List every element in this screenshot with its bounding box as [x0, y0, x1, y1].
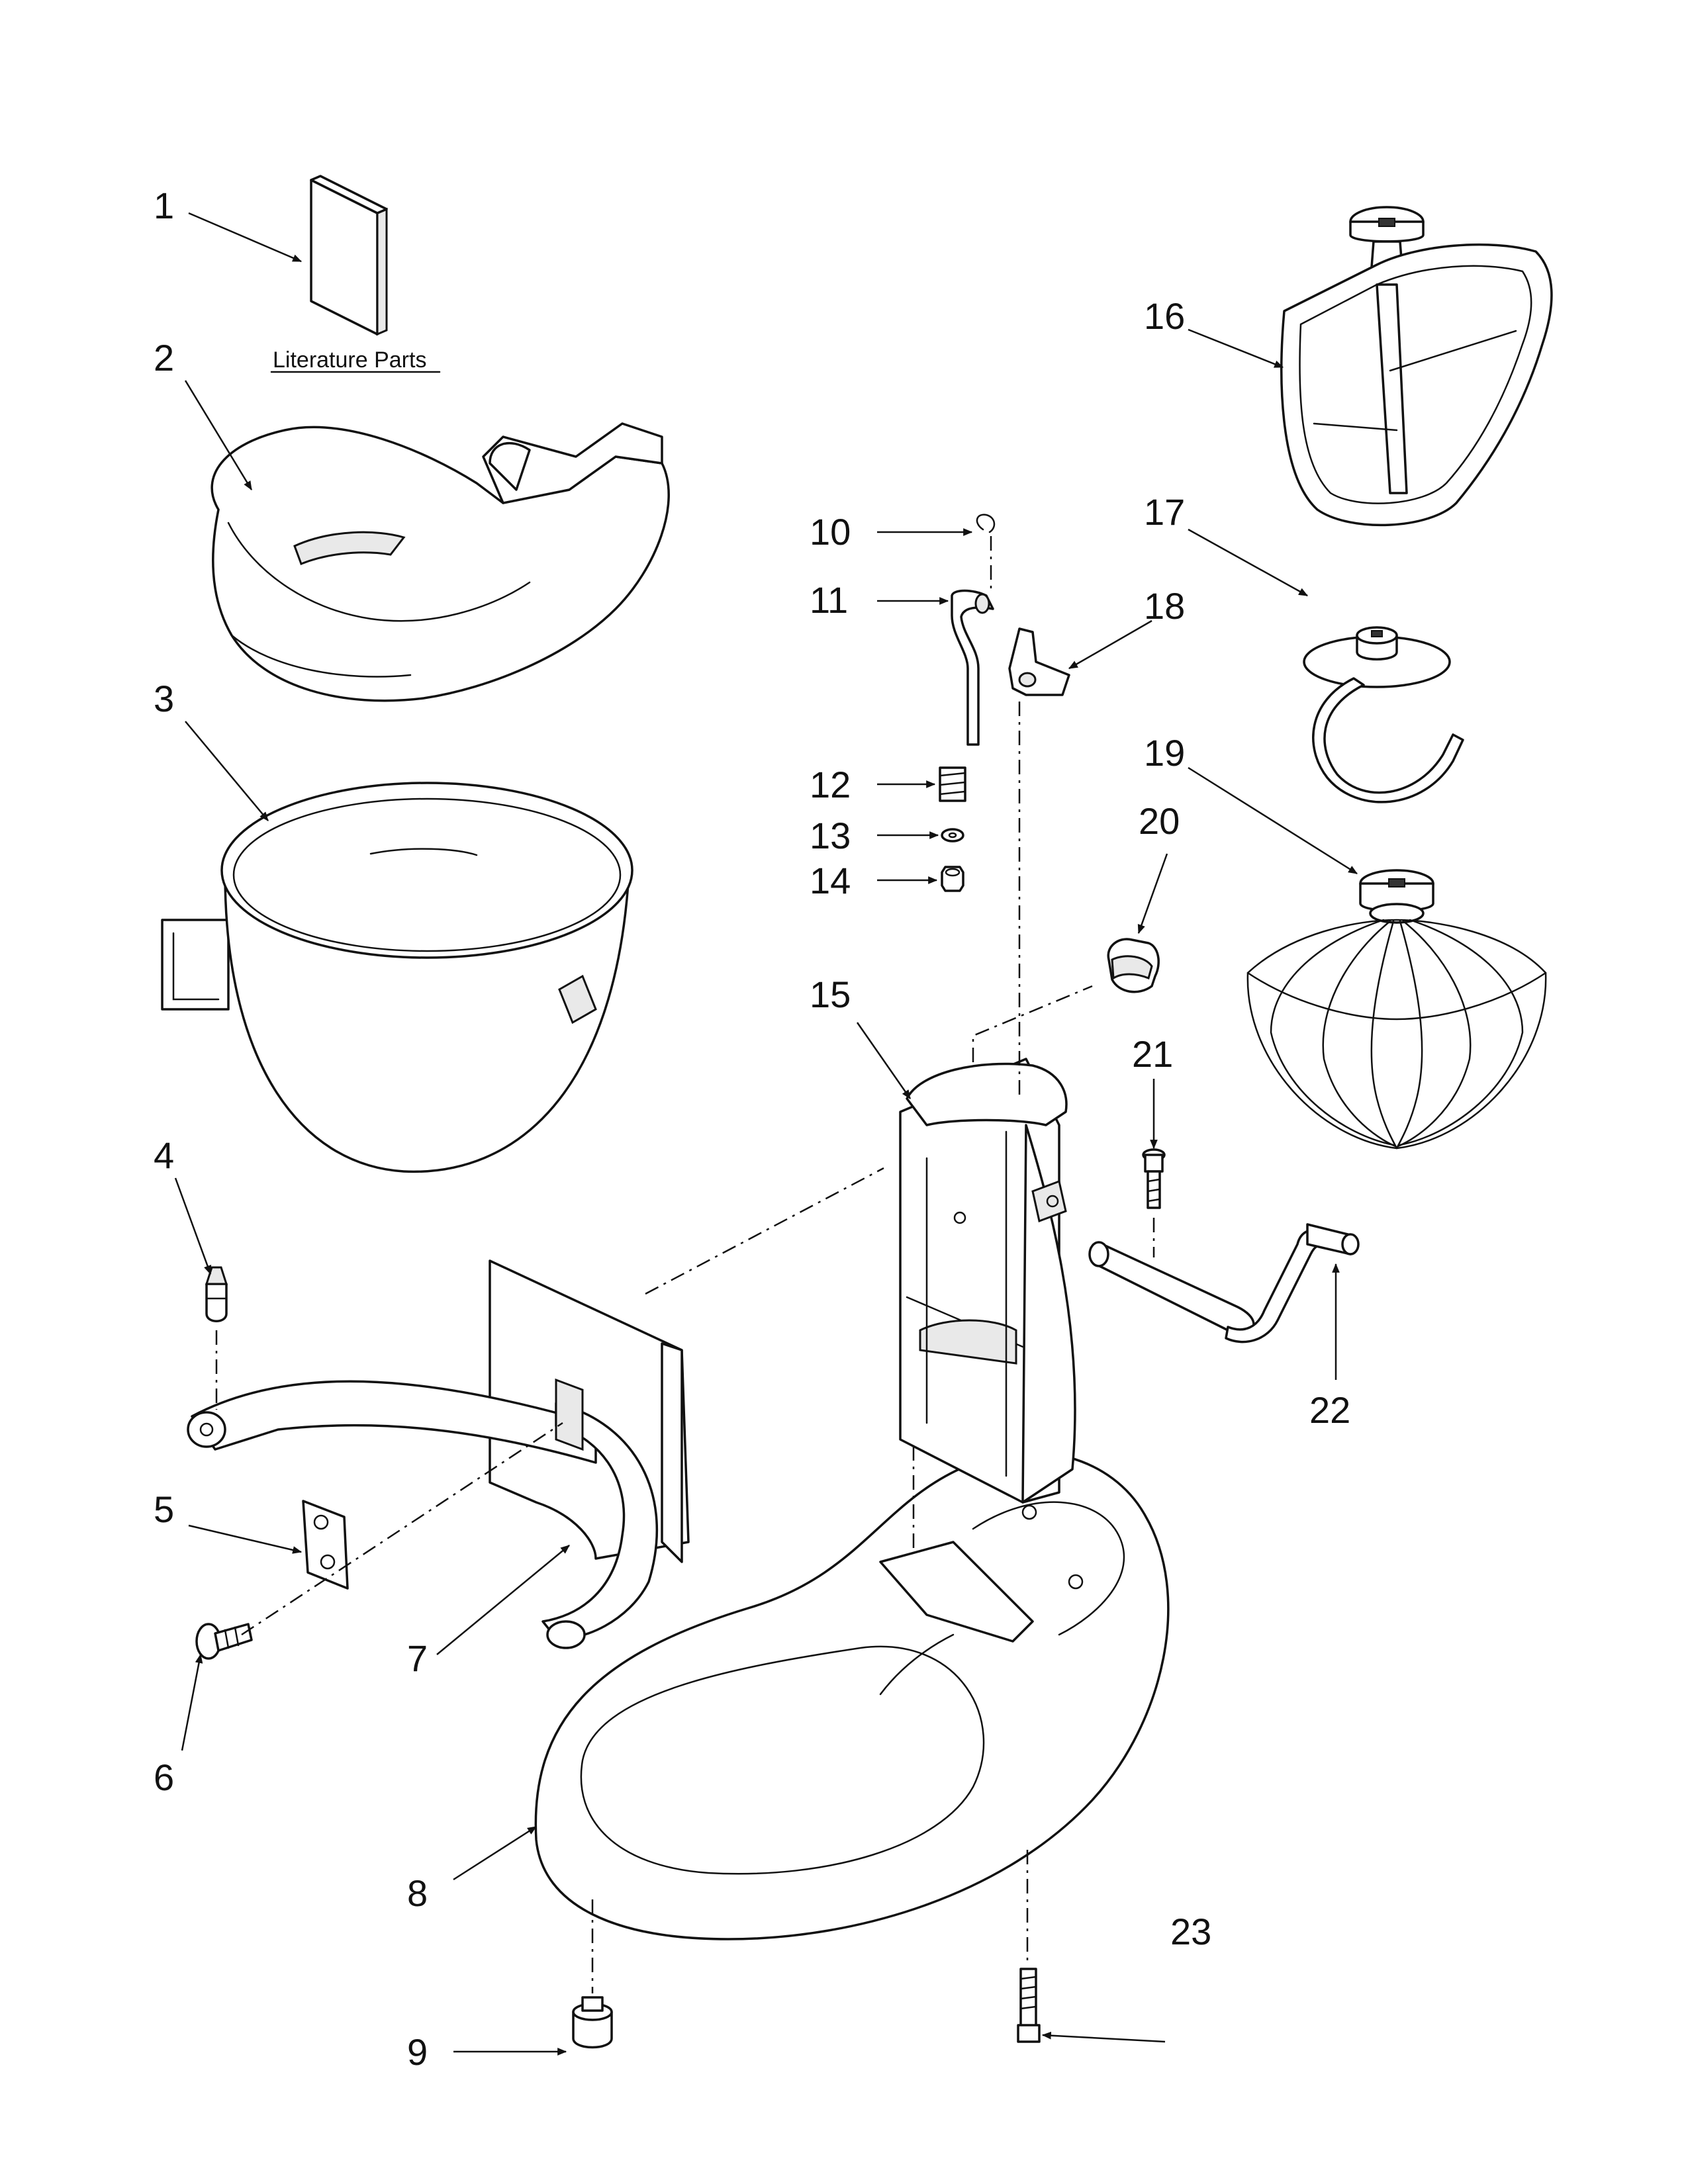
literature-parts-label: Literature Parts	[273, 347, 426, 373]
callout-13: 13	[810, 815, 851, 856]
callout-8: 8	[407, 1872, 428, 1914]
part-6-screw	[195, 1623, 253, 1660]
callout-7: 7	[407, 1637, 428, 1679]
callout-23: 23	[1170, 1911, 1211, 1952]
part-2-pouring-shield	[211, 422, 670, 702]
callout-12: 12	[810, 764, 851, 805]
part-13-washer	[941, 828, 964, 842]
leader-arrows	[174, 212, 1358, 2056]
callout-15: 15	[810, 974, 851, 1015]
callout-22: 22	[1309, 1389, 1350, 1431]
part-5-bracket	[302, 1500, 349, 1590]
part-4-pin	[205, 1266, 228, 1322]
part-7-bowl-clamping-plate	[187, 1259, 690, 1649]
part-12-spring	[939, 766, 966, 802]
part-14-nut	[941, 866, 964, 892]
callout-5: 5	[154, 1488, 174, 1530]
callout-19: 19	[1144, 732, 1185, 774]
part-15-pedestal-column	[899, 1058, 1076, 1504]
part-10-retaining-clip	[976, 514, 996, 533]
callout-4: 4	[154, 1134, 174, 1176]
part-21-screw	[1142, 1148, 1166, 1209]
part-18-locking-lever	[1008, 627, 1070, 696]
callout-2: 2	[154, 337, 174, 379]
part-16-flat-beater	[1280, 206, 1553, 527]
callout-20: 20	[1139, 800, 1180, 842]
callout-10: 10	[810, 511, 851, 553]
callout-16: 16	[1144, 295, 1185, 337]
part-17-dough-hook	[1303, 626, 1464, 803]
part-11-hinge-pin	[951, 589, 994, 746]
part-23-screw	[1017, 1968, 1041, 2043]
part-19-wire-whip	[1246, 869, 1547, 1150]
callout-1: 1	[154, 185, 174, 226]
callout-6: 6	[154, 1756, 174, 1798]
part-20-knob	[1107, 938, 1160, 993]
callout-numbers: 1 2 3 4 5 6 7 8 9 10 11 12 13 14 15 16 1…	[154, 185, 1350, 2073]
callout-18: 18	[1144, 585, 1185, 627]
callout-21: 21	[1132, 1033, 1173, 1075]
callout-14: 14	[810, 860, 851, 901]
part-8-base	[534, 1451, 1170, 1940]
callout-9: 9	[407, 2031, 428, 2073]
callout-3: 3	[154, 678, 174, 719]
part-1-literature-booklet	[310, 175, 388, 336]
callout-17: 17	[1144, 491, 1185, 533]
part-9-foot	[572, 1996, 613, 2049]
callout-11: 11	[810, 579, 848, 621]
assembly-lines	[215, 536, 1155, 1993]
part-22-crank-handle	[1088, 1223, 1360, 1343]
part-3-mixing-bowl	[161, 782, 633, 1173]
